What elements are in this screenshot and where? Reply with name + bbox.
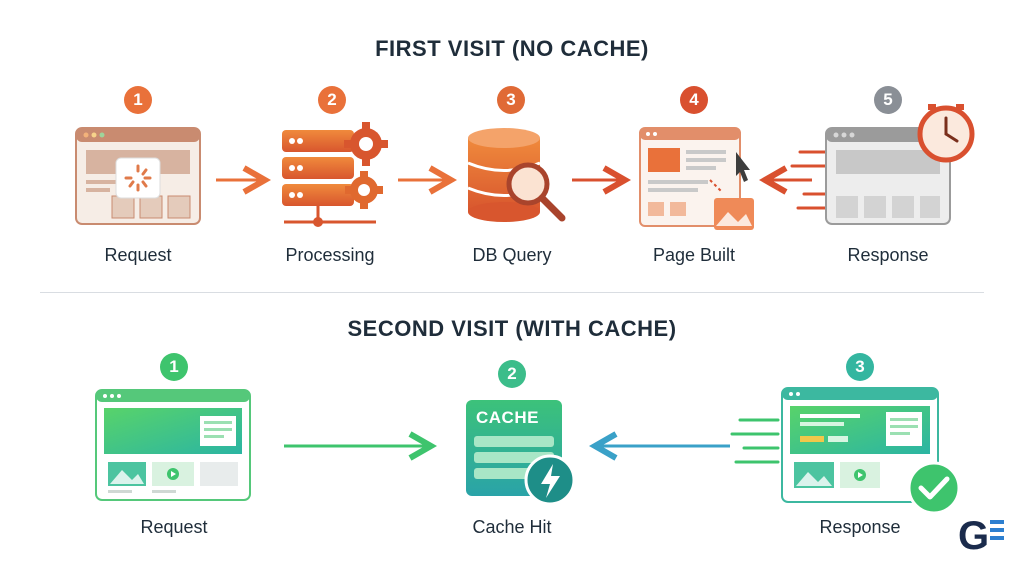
response-browser-icon <box>790 104 975 225</box>
step-label-page-built: Page Built <box>652 245 736 265</box>
step-badge: 3 <box>497 86 525 114</box>
step-badge: 2 <box>498 360 526 388</box>
lightning-icon <box>524 454 576 506</box>
step-label-response-2: Response <box>819 517 901 537</box>
processing-server-icon <box>282 122 388 227</box>
request-browser-icon <box>75 127 201 225</box>
checkmark-icon <box>907 461 961 515</box>
brand-logo: G <box>958 514 990 558</box>
step-badge: 1 <box>160 353 188 381</box>
step-badge: 1 <box>124 86 152 114</box>
second-response-browser-icon <box>730 387 939 503</box>
step-badge: 3 <box>846 353 874 381</box>
step-badge: 4 <box>680 86 708 114</box>
step-badge: 5 <box>874 86 902 114</box>
step-label-request-2: Request <box>140 517 208 537</box>
page-built-icon <box>639 127 754 230</box>
step-label-request: Request <box>104 245 172 265</box>
step-label-cache-hit: Cache Hit <box>472 517 552 537</box>
second-visit-title: SECOND VISIT (WITH CACHE) <box>347 316 677 341</box>
step-label-processing: Processing <box>285 245 375 265</box>
step-badge: 2 <box>318 86 346 114</box>
second-request-browser-icon <box>95 389 251 501</box>
first-visit-title: FIRST VISIT (NO CACHE) <box>375 36 649 61</box>
db-query-database-icon <box>467 128 566 222</box>
step-label-response: Response <box>847 245 929 265</box>
logo-accent-icon <box>990 520 1004 540</box>
section-divider <box>40 292 984 293</box>
cache-label: CACHE <box>476 408 539 427</box>
step-label-db-query: DB Query <box>472 245 552 265</box>
